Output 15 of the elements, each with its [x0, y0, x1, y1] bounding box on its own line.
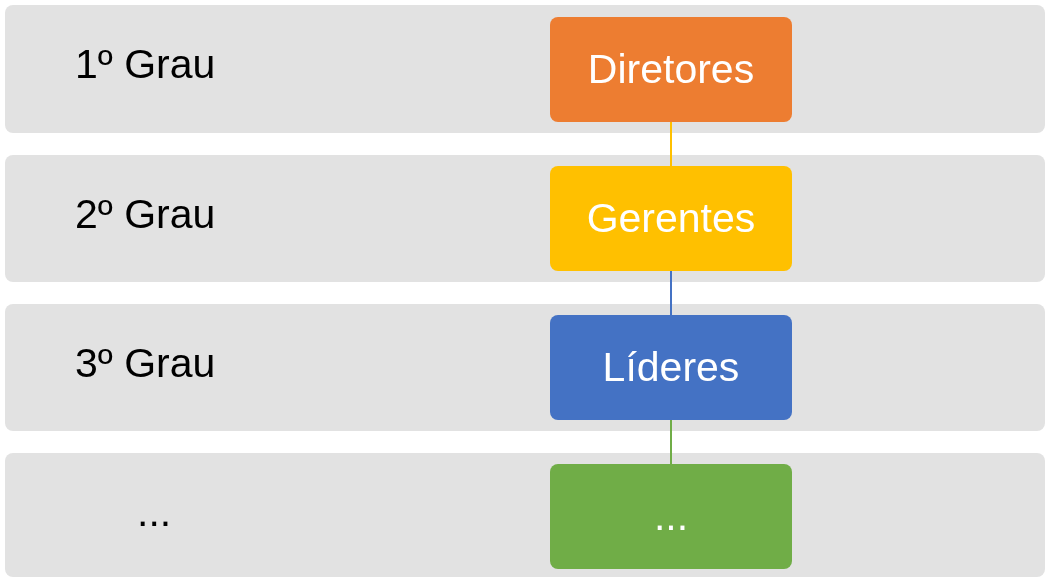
grade-band [5, 453, 1045, 577]
grade-label: 1º Grau [75, 41, 216, 88]
grade-label: ... [137, 489, 172, 536]
role-box: Gerentes [550, 166, 792, 271]
grade-band [5, 304, 1045, 431]
grade-label: 2º Grau [75, 191, 216, 238]
grade-label: 3º Grau [75, 340, 216, 387]
connector-line [670, 121, 672, 167]
role-box: Diretores [550, 17, 792, 122]
role-box: ... [550, 464, 792, 569]
connector-line [670, 419, 672, 465]
grade-band [5, 155, 1045, 282]
connector-line [670, 270, 672, 316]
grade-band [5, 5, 1045, 133]
role-box: Líderes [550, 315, 792, 420]
